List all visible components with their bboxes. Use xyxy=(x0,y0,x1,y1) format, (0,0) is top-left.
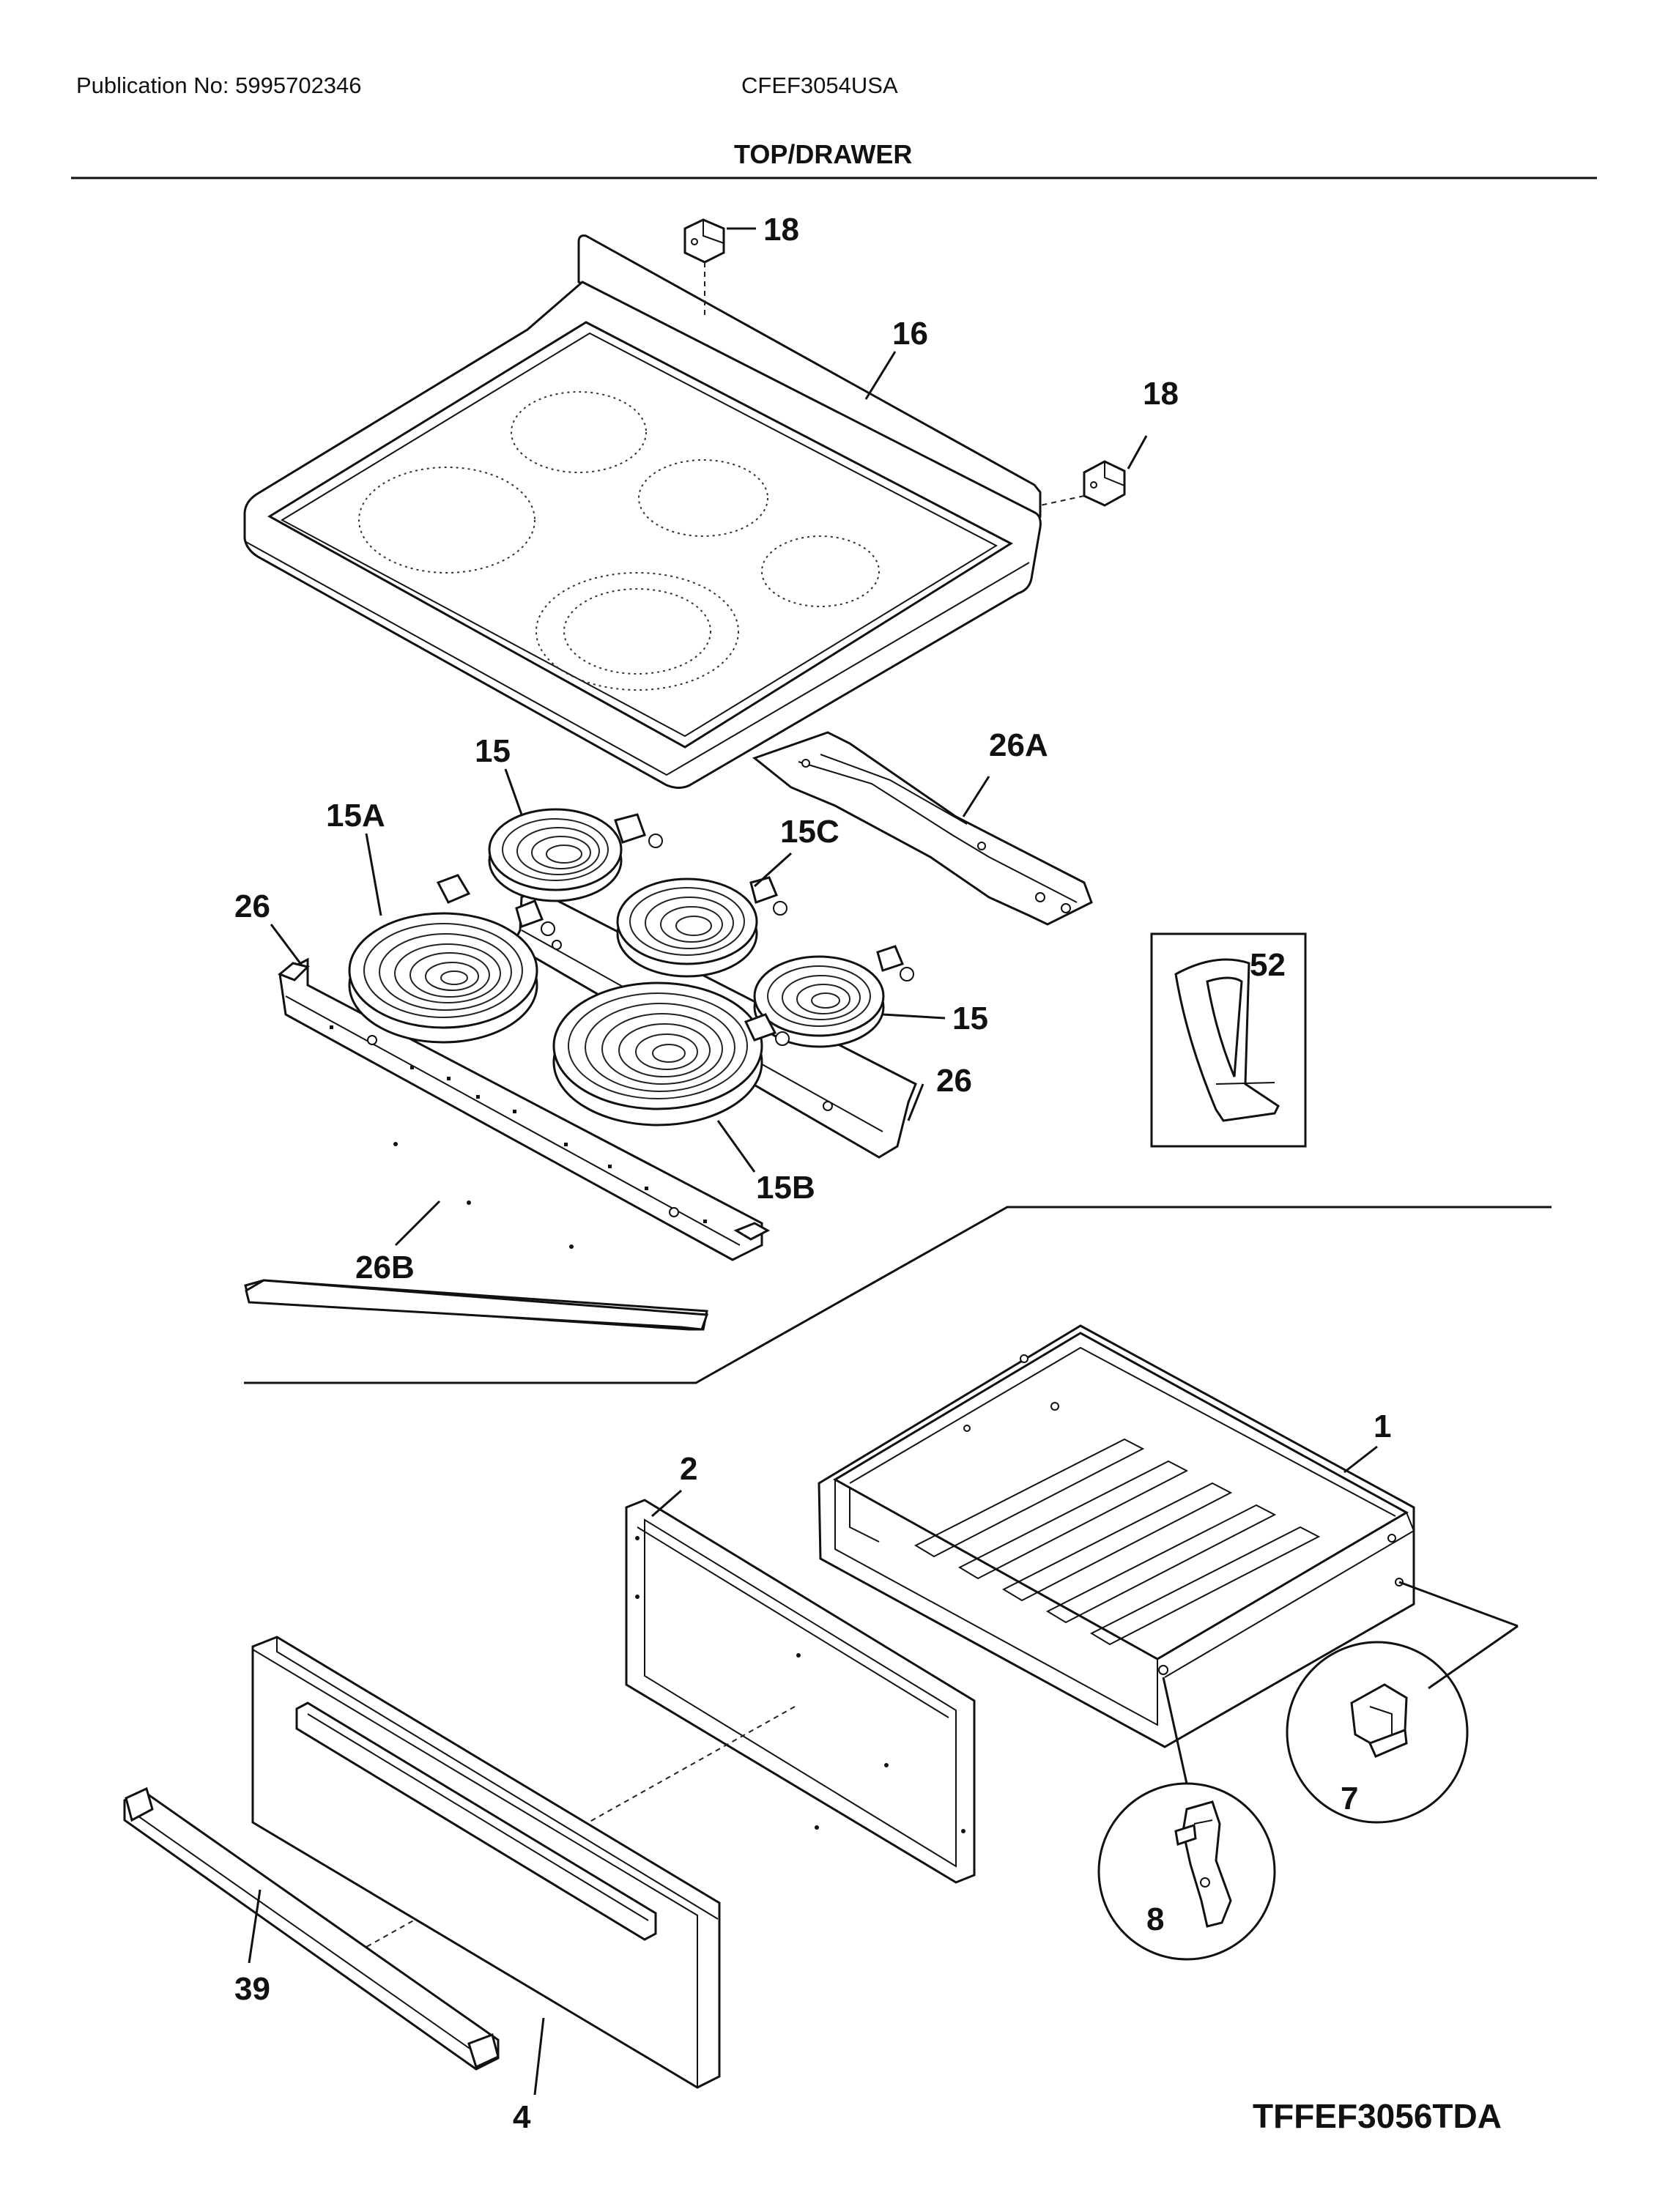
leader-drawer-liner xyxy=(651,1489,682,1518)
leader-cooktop xyxy=(864,351,897,400)
leader-element-rear-left xyxy=(504,768,523,815)
callout-52: 52 xyxy=(1250,947,1286,983)
bracket-left xyxy=(683,218,725,315)
harness-bracket xyxy=(752,731,1093,926)
model-number: CFEF3054USA xyxy=(741,73,898,98)
clip-inset-box xyxy=(1150,932,1307,1148)
detail-circle-8 xyxy=(1097,1782,1276,1961)
publication-number: Publication No: 5995702346 xyxy=(76,73,362,98)
bracket-right xyxy=(1039,460,1126,507)
leader-detail-7-a xyxy=(1398,1581,1519,1628)
drawer-front xyxy=(251,1636,721,2089)
callout-26-right: 26 xyxy=(936,1063,972,1099)
section-title: TOP/DRAWER xyxy=(734,139,912,169)
detail-circle-7 xyxy=(1286,1641,1469,1824)
burner-rear-left-outline xyxy=(511,391,647,473)
burner-front-right-outline xyxy=(535,572,739,691)
cooktop-glass-top xyxy=(243,234,1042,789)
leader-element-front-left xyxy=(365,833,382,916)
callout-15-top: 15 xyxy=(475,733,511,769)
callout-26A: 26A xyxy=(989,727,1048,763)
leader-bracket-right xyxy=(1127,435,1148,470)
element-rear-right xyxy=(616,876,787,978)
drawer-liner xyxy=(625,1499,976,1884)
leader-drawer-front xyxy=(533,2017,545,2096)
callout-39: 39 xyxy=(234,1971,270,2007)
burner-front-left-outline xyxy=(358,467,535,574)
leader-rail-front xyxy=(907,1083,924,1121)
leader-drawer-body xyxy=(1343,1445,1378,1474)
leader-drawer-handle xyxy=(248,1889,262,1964)
element-side-right xyxy=(753,945,914,1048)
callout-15A: 15A xyxy=(326,798,385,834)
element-front-right xyxy=(552,981,790,1127)
element-rear-left xyxy=(488,808,663,902)
leader-element-front-right xyxy=(716,1120,756,1173)
leader-detail-7-b xyxy=(1428,1625,1519,1690)
callout-8: 8 xyxy=(1146,1901,1164,1937)
burner-right-outline xyxy=(761,535,880,607)
leader-detail-8 xyxy=(1162,1677,1188,1784)
callout-15B: 15B xyxy=(756,1170,815,1206)
callout-1: 1 xyxy=(1374,1409,1391,1444)
callout-4: 4 xyxy=(513,2099,531,2135)
callout-16: 16 xyxy=(892,316,928,352)
callout-18-right: 18 xyxy=(1143,376,1179,412)
leader-rail-rear xyxy=(270,924,303,966)
callout-15C: 15C xyxy=(780,814,839,850)
leader-trim-strip xyxy=(394,1200,441,1247)
section-divider xyxy=(244,1206,1552,1384)
leader-harness-bracket xyxy=(962,776,990,817)
element-front-left xyxy=(348,874,555,1044)
callout-26B: 26B xyxy=(355,1250,415,1285)
leader-element-rear-right xyxy=(753,852,793,888)
drawer-handle xyxy=(123,1786,500,2071)
burner-center-outline xyxy=(638,459,768,537)
callout-7: 7 xyxy=(1341,1781,1358,1816)
callout-18-left: 18 xyxy=(763,212,799,248)
callout-26-left: 26 xyxy=(234,888,270,924)
callout-15-right: 15 xyxy=(952,1001,988,1036)
drawer-body xyxy=(818,1324,1415,1748)
callout-2: 2 xyxy=(680,1451,697,1487)
leader-element-side-right xyxy=(882,1013,946,1020)
diagram-id: TFFEF3056TDA xyxy=(1253,2097,1502,2135)
